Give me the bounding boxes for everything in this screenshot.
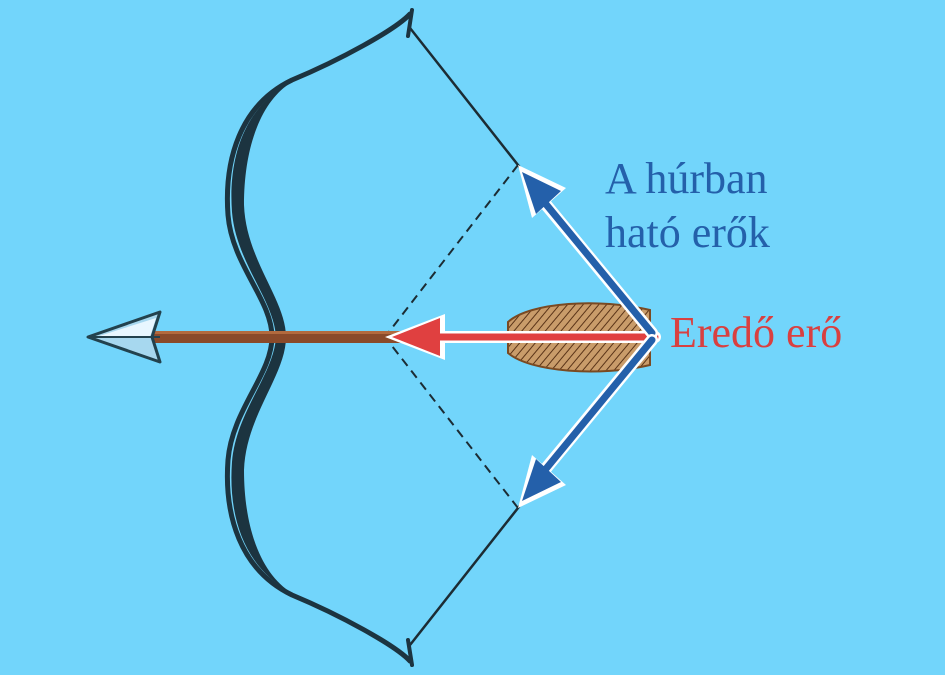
string-force-arrow-lower [518,334,658,508]
resultant-force-label: Eredő erő [670,306,842,360]
string-forces-label: A húrban ható erők [605,152,835,260]
construction-lines [384,164,519,509]
string-forces-label-line2: ható erők [605,208,770,257]
string-forces-label-line1: A húrban [605,154,768,203]
arrowhead-icon [86,310,162,364]
resultant-force-label-text: Eredő erő [670,308,843,357]
string-force-arrow-upper [518,165,658,339]
resultant-force-arrow [385,314,661,360]
